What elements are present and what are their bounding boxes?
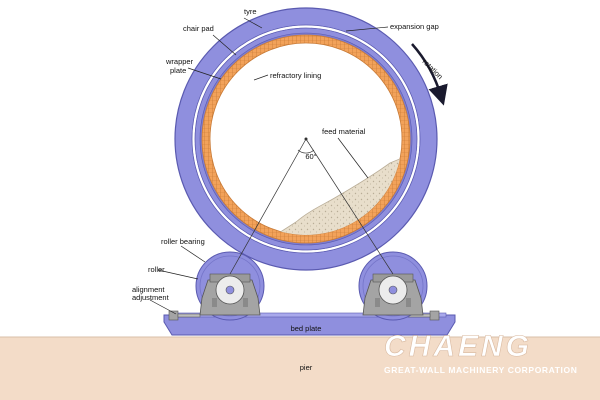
label-alignment-adjustment-line2: adjustment: [132, 293, 170, 302]
alignment-bolt-left: [168, 310, 201, 321]
roller-bearing-right: [362, 273, 424, 316]
rotation-arrow: [411, 43, 448, 106]
label-roller: roller: [148, 265, 165, 274]
label-bed-plate: bed plate: [291, 324, 322, 333]
brand-registered: ®: [570, 329, 576, 338]
label-wrapper-plate-line2: plate: [170, 66, 186, 75]
brand-tagline: GREAT-WALL MACHINERY CORPORATION: [384, 365, 577, 375]
label-roller-bearing: roller bearing: [161, 237, 205, 246]
pier: [0, 337, 600, 400]
label-wrapper-plate-line1: wrapper: [165, 57, 194, 66]
brand-name: CHAENG: [384, 330, 532, 363]
angle-lines: [229, 137, 394, 275]
label-expansion-gap: expansion gap: [390, 22, 439, 31]
label-pier: pier: [300, 363, 313, 372]
label-feed-material: feed material: [322, 127, 366, 136]
label-alignment-adjustment-line1: alignment: [132, 285, 165, 294]
label-refractory-lining: refractory lining: [270, 71, 321, 80]
label-rotation: rotation: [421, 57, 445, 81]
label-tyre: tyre: [244, 7, 257, 16]
roller-bearing-left: [199, 273, 261, 316]
chair-pads: [192, 25, 420, 253]
brand-logo: CHAENG ® GREAT-WALL MACHINERY CORPORATIO…: [384, 329, 577, 375]
label-chair-pad: chair pad: [183, 24, 214, 33]
bed-plate: [163, 314, 456, 336]
label-angle: 60°: [305, 152, 316, 161]
